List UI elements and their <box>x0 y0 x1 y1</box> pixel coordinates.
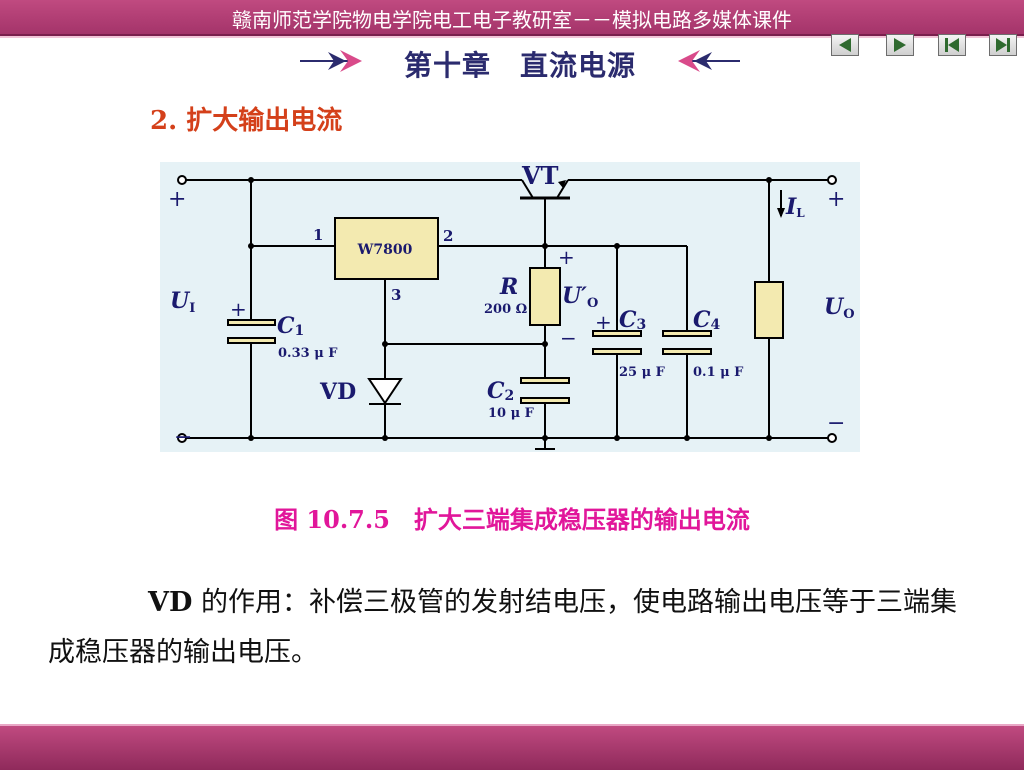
resistor-r <box>529 267 561 326</box>
diode-label: VD <box>319 379 356 405</box>
uo-prime-plus: + <box>558 245 575 269</box>
c4-label: C4 <box>693 307 721 333</box>
first-button[interactable] <box>938 34 966 56</box>
regulator-label: W7800 <box>357 242 413 258</box>
capacitor-c2-plate <box>520 377 570 384</box>
input-plus: + <box>168 187 186 212</box>
transistor-label: VT <box>521 161 559 190</box>
skip-last-icon <box>996 38 1010 52</box>
bottom-banner <box>0 724 1024 770</box>
explanation-text: 的作用：补偿三极管的发射结电压，使电路输出电压等于三端集成稳压器的输出电压。 <box>48 587 957 668</box>
current-arrow-icon <box>777 208 785 218</box>
uo-prime-label: U′O <box>562 283 598 311</box>
c1-plus: + <box>230 297 247 321</box>
resistor-name: R <box>499 274 518 300</box>
uo-prime-minus: − <box>560 326 577 350</box>
input-terminal-bottom <box>177 433 187 443</box>
ui-label: UI <box>170 288 195 316</box>
diode-icon <box>367 378 403 405</box>
il-label: IL <box>785 194 805 220</box>
top-banner: 赣南师范学院物电学院电工电子教研室－－模拟电路多媒体课件 <box>0 0 1024 36</box>
transistor-vt <box>520 179 570 200</box>
output-terminal-bottom <box>827 433 837 443</box>
pin2-label: 2 <box>443 227 453 245</box>
c3-value: 25 μ F <box>619 365 666 380</box>
skip-first-icon <box>945 38 959 52</box>
section-heading: 2. 扩大输出电流 <box>150 106 343 136</box>
last-button[interactable] <box>989 34 1017 56</box>
input-minus: − <box>174 425 192 450</box>
pin1-label: 1 <box>313 226 323 244</box>
c4-value: 0.1 μ F <box>693 365 744 380</box>
figure-caption: 图 10.7.5 扩大三端集成稳压器的输出电流 <box>274 505 750 534</box>
c3-plus: + <box>595 310 612 334</box>
output-terminal-top <box>827 175 837 185</box>
decorative-arrows-icon <box>300 50 740 72</box>
resistor-value: 200 Ω <box>484 302 527 317</box>
banner-accent-line <box>0 36 1024 38</box>
pin3-label: 3 <box>391 286 401 304</box>
capacitor-c1-plate <box>227 319 276 326</box>
capacitor-c1-plate <box>227 337 276 344</box>
capacitor-c3-plate <box>592 348 642 355</box>
regulator-box <box>334 217 439 280</box>
output-minus: − <box>827 411 845 436</box>
c1-value: 0.33 μ F <box>278 346 338 361</box>
c2-value: 10 μ F <box>488 406 535 421</box>
capacitor-c2-plate <box>520 397 570 404</box>
capacitor-c4-plate <box>662 348 712 355</box>
c3-label: C3 <box>619 307 646 333</box>
triangle-right-icon <box>894 38 906 52</box>
output-plus: + <box>827 187 845 212</box>
load-resistor <box>754 281 784 339</box>
c1-label: C1 <box>277 313 304 339</box>
next-button[interactable] <box>886 34 914 56</box>
diagram-background <box>160 162 860 452</box>
uo-label: UO <box>824 294 855 322</box>
chapter-title: 第十章 直流电源 <box>403 49 636 82</box>
c2-label: C2 <box>487 378 514 404</box>
chapter-header: 第十章 直流电源 <box>300 40 740 82</box>
input-terminal-top <box>177 175 187 185</box>
course-title: 赣南师范学院物电学院电工电子教研室－－模拟电路多媒体课件 <box>232 8 792 32</box>
vd-term: VD <box>148 587 193 618</box>
explanation-paragraph: VD 的作用：补偿三极管的发射结电压，使电路输出电压等于三端集成稳压器的输出电压… <box>48 578 968 678</box>
prev-button[interactable] <box>831 34 859 56</box>
triangle-left-icon <box>839 38 851 52</box>
capacitor-c3-plate <box>592 330 642 337</box>
capacitor-c4-plate <box>662 330 712 337</box>
